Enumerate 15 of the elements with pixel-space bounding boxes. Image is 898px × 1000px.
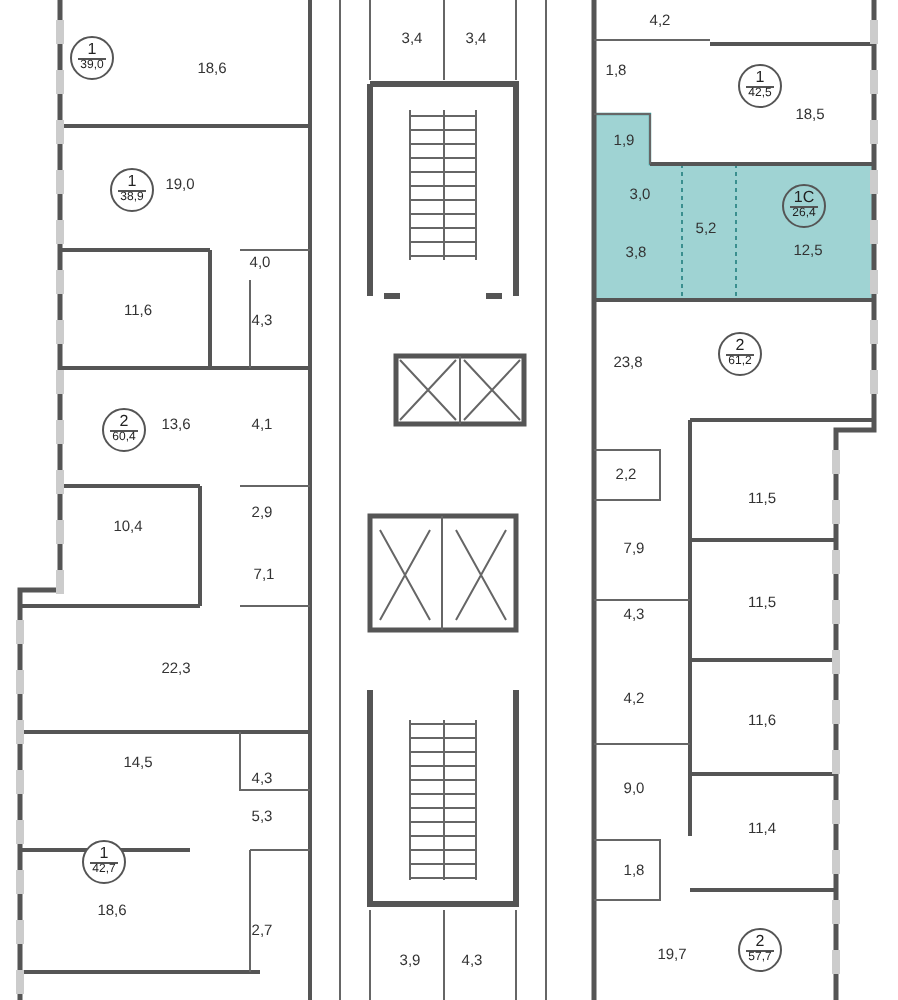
apartment-badge xyxy=(102,408,146,452)
apartment-badge xyxy=(110,168,154,212)
room-count: 2 xyxy=(735,338,745,354)
apartment-badge xyxy=(738,64,782,108)
room-count: 2 xyxy=(119,414,129,430)
apartment-badge xyxy=(738,928,782,972)
apartment-badge xyxy=(82,840,126,884)
room-count: 1С xyxy=(793,190,815,206)
apartment-badge xyxy=(718,332,762,376)
room-count: 1 xyxy=(755,70,765,86)
room-count: 1 xyxy=(87,42,97,58)
room-count: 2 xyxy=(755,934,765,950)
room-count: 1 xyxy=(127,174,137,190)
room-count: 1 xyxy=(99,846,109,862)
apartment-badge xyxy=(70,36,114,80)
